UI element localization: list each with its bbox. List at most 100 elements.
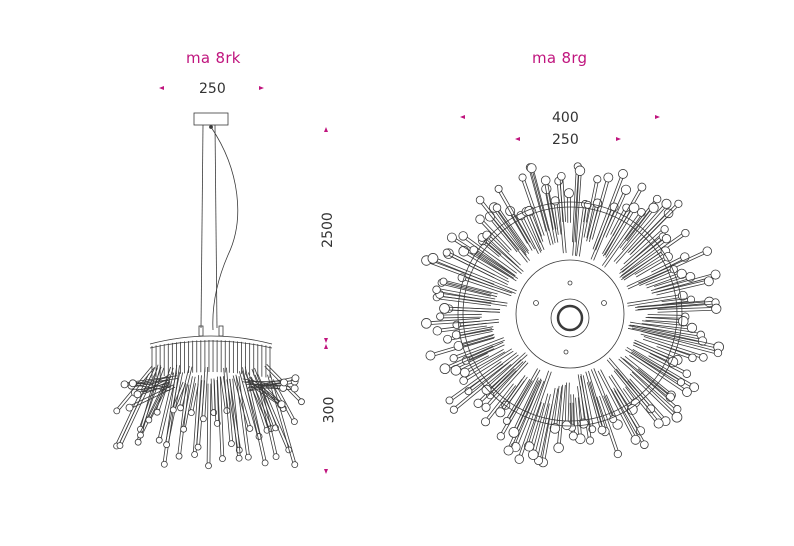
glass-rod — [647, 314, 686, 319]
dimension-arrow-up-icon — [324, 344, 328, 349]
screw-hole-icon — [567, 280, 573, 286]
screw-hole-icon — [601, 300, 607, 306]
glass-bead — [280, 378, 288, 387]
glass-bead — [710, 269, 721, 280]
dimension-arrow-right-icon — [616, 137, 621, 141]
glass-rod — [484, 383, 517, 423]
glass-rod — [577, 385, 586, 424]
glass-rod — [462, 234, 517, 276]
glass-bead — [481, 384, 492, 395]
glass-rod — [640, 330, 719, 355]
glass-rod — [575, 397, 583, 439]
screw-hole-icon — [533, 300, 539, 306]
glass-bead — [528, 449, 539, 460]
glass-bead — [568, 431, 578, 441]
glass-rod — [217, 376, 225, 459]
glass-bead — [439, 303, 450, 314]
outer-ring — [462, 206, 678, 422]
glass-bead — [449, 354, 458, 363]
glass-bead — [549, 423, 561, 434]
glass-rod — [602, 206, 636, 258]
glass-rod — [531, 393, 551, 456]
glass-bead — [699, 353, 708, 362]
glass-rod — [629, 371, 679, 419]
socket-icon — [556, 304, 584, 332]
glass-rod — [622, 356, 673, 397]
glass-bead — [481, 417, 491, 427]
glass-rod — [648, 352, 688, 376]
glass-rod — [444, 306, 500, 313]
glass-rod — [632, 342, 674, 364]
glass-bead — [446, 232, 457, 243]
glass-rod — [590, 368, 615, 420]
glass-rod — [246, 380, 285, 385]
glass-rod — [527, 210, 544, 243]
pendant-side-view — [113, 112, 305, 470]
left-width-label: 250 — [199, 81, 226, 97]
glass-rod — [463, 349, 506, 375]
glass-rod — [136, 381, 171, 397]
glass-rod — [223, 367, 234, 444]
glass-bead — [523, 441, 535, 452]
glass-bead — [553, 442, 564, 454]
left-model-title: ma 8rk — [186, 49, 241, 67]
glass-rod — [622, 249, 667, 281]
glass-rod — [498, 379, 525, 414]
glass-rod — [455, 352, 490, 372]
center-plate — [515, 259, 625, 369]
glass-bead — [199, 415, 207, 423]
glass-bead — [246, 425, 254, 432]
glass-rod — [488, 368, 517, 397]
glass-bead — [116, 442, 124, 449]
glass-bead — [235, 454, 243, 462]
glass-rod — [201, 366, 209, 419]
glass-rod — [247, 376, 296, 391]
glass-bead — [290, 384, 299, 393]
glass-bead — [592, 198, 603, 208]
glass-rod — [541, 387, 559, 463]
glass-rod — [601, 211, 643, 268]
glass-rod — [528, 166, 550, 232]
right-outer-width-label: 400 — [552, 110, 579, 126]
glass-rod — [485, 352, 528, 392]
outer-ring — [457, 201, 683, 427]
glass-bead — [205, 462, 212, 470]
dimension-arrow-right-icon — [259, 86, 264, 90]
glass-bead — [291, 461, 299, 469]
glass-rod — [520, 176, 545, 237]
glass-bead — [618, 169, 628, 179]
glass-bead — [175, 452, 183, 460]
glass-rod — [443, 279, 498, 298]
glass-rod — [597, 369, 638, 441]
suspension-cable — [214, 124, 218, 329]
glass-bead — [494, 184, 503, 193]
glass-bead — [540, 175, 551, 186]
glass-rod — [553, 200, 562, 235]
glass-bead — [652, 194, 662, 204]
glass-bead — [120, 380, 129, 389]
glass-rod — [206, 383, 212, 466]
glass-rod — [559, 176, 567, 223]
glass-rod — [213, 380, 220, 424]
glass-rod — [619, 237, 668, 277]
glass-rod — [238, 370, 261, 437]
glass-rod — [445, 251, 510, 285]
glass-rod — [452, 361, 512, 412]
glass-rod — [235, 376, 251, 458]
glass-rod — [567, 193, 571, 223]
glass-rod — [519, 214, 542, 254]
glass-bead — [244, 453, 252, 461]
glass-rod — [641, 320, 693, 330]
glass-bead — [290, 418, 298, 426]
glass-bead — [128, 379, 137, 388]
glass-bead — [495, 407, 506, 418]
glass-bead — [673, 405, 682, 414]
glass-bead — [514, 454, 525, 464]
glass-bead — [603, 172, 614, 183]
glass-rod — [492, 206, 530, 256]
glass-bead — [451, 330, 461, 340]
glass-bead — [458, 231, 468, 241]
glass-bead — [702, 246, 712, 256]
glass-rod — [544, 188, 559, 244]
glass-bead — [682, 369, 692, 378]
